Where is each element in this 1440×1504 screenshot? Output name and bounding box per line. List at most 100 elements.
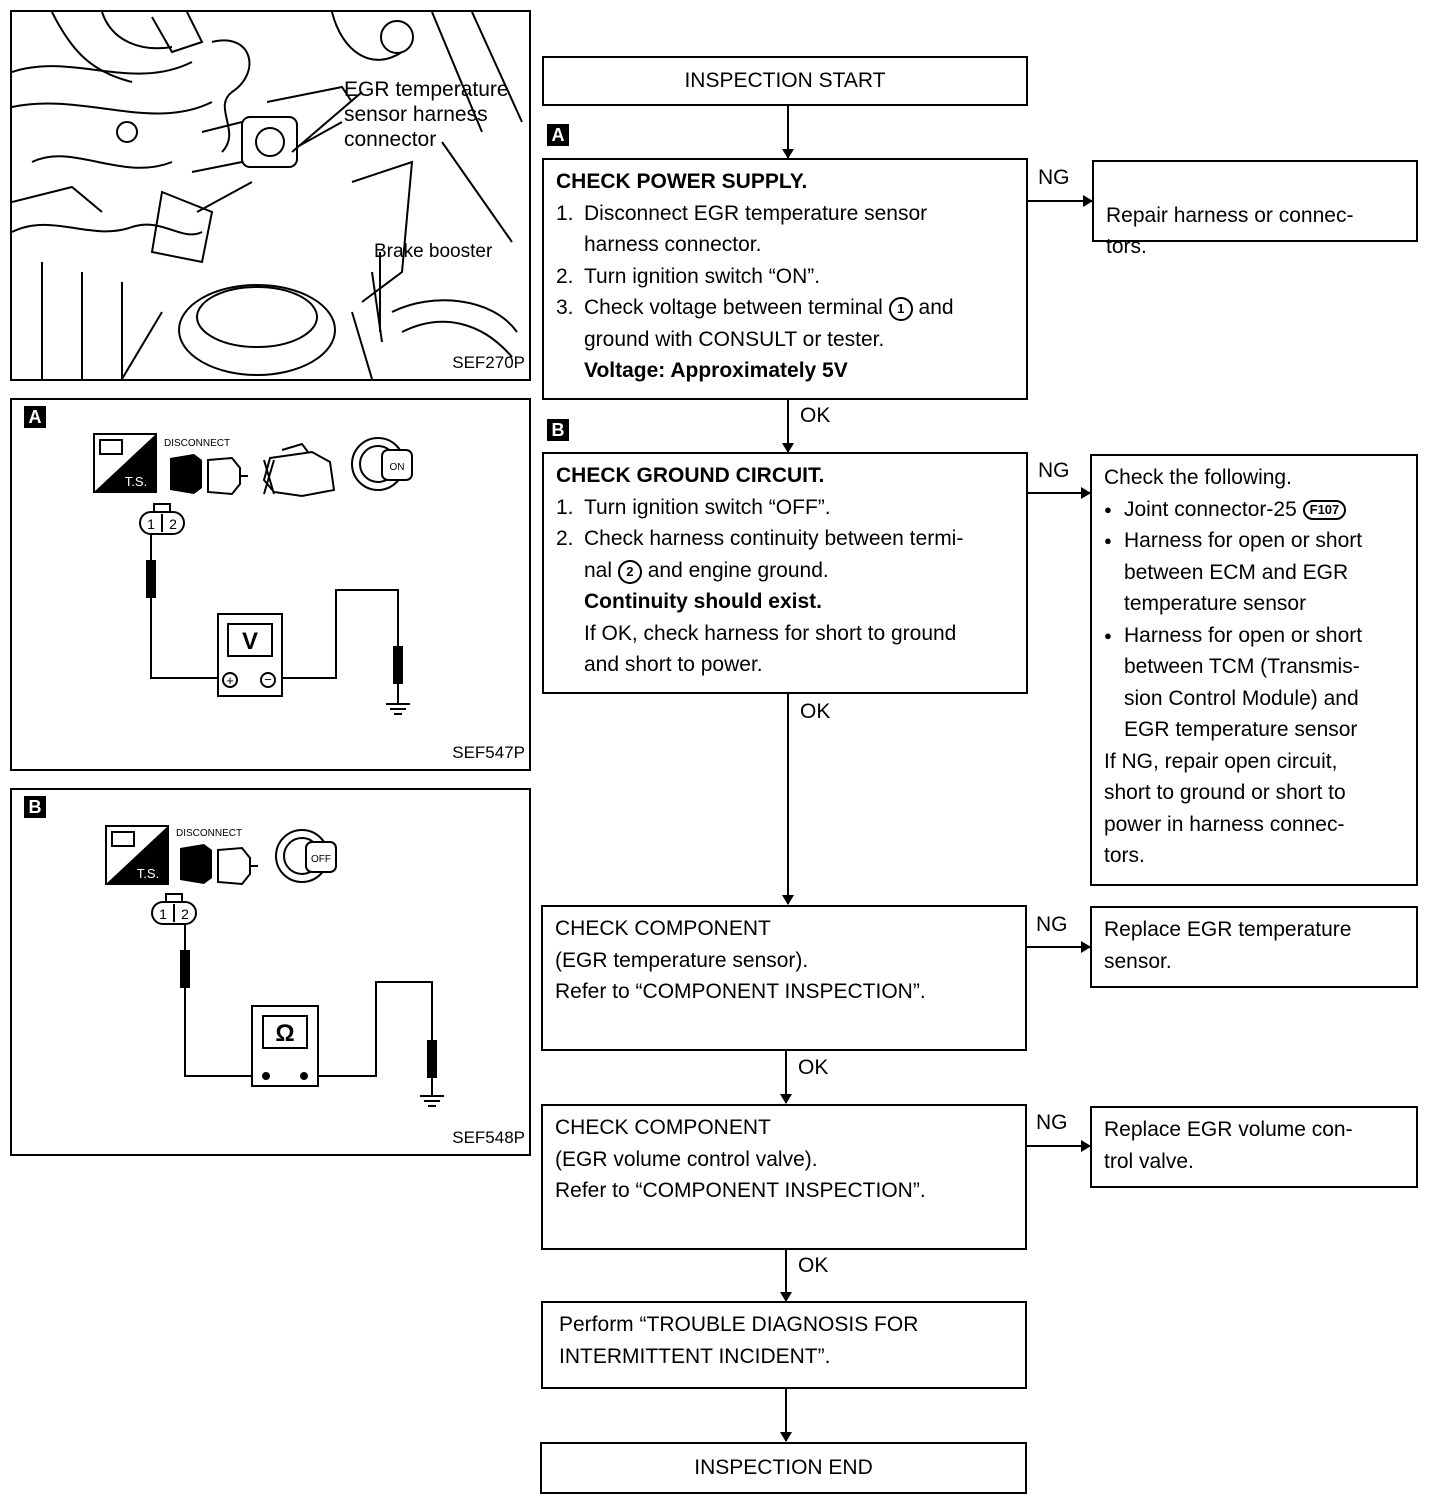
bullet2-line1: Harness for open or short	[1124, 529, 1363, 552]
probe-positive	[146, 560, 156, 598]
replace-sensor-line2: sensor.	[1104, 949, 1172, 973]
ignition-key-icon	[351, 437, 413, 491]
tail-line4: tors.	[1104, 844, 1145, 867]
step5-line2: INTERMITTENT INCIDENT”.	[559, 1344, 831, 1368]
ts-text: T.S.	[125, 474, 147, 489]
ts-text: T.S.	[137, 866, 159, 881]
replace-sensor-line1: Replace EGR temperature	[1104, 918, 1352, 941]
probe-2	[427, 1040, 437, 1078]
step2-item1-num: 1.	[556, 495, 574, 519]
figure-code: SEF270P	[452, 353, 525, 372]
bullet1-text: Joint connector-25	[1124, 497, 1297, 521]
bullet2-line3: temperature sensor	[1124, 592, 1307, 615]
connector-disconnect-icon	[170, 454, 248, 496]
step4-line1: CHECK COMPONENT	[555, 1116, 771, 1139]
step1-item3-num: 3.	[556, 296, 574, 319]
connector-disconnect-icon	[180, 844, 258, 886]
step3-line3: Refer to “COMPONENT INSPECTION”.	[555, 980, 926, 1003]
harness-connector-icon	[139, 503, 185, 535]
voltage-test-wiring: T.S. DISCONNECT ON 1 2	[93, 433, 413, 715]
ts-icon	[93, 433, 157, 493]
engine-bay-illustration	[12, 12, 523, 379]
trouble-diagnosis-box: Perform “TROUBLE DIAGNOSIS FOR INTERMITT…	[541, 1301, 1027, 1389]
ohmmeter-icon	[251, 1005, 319, 1087]
pin-2-label: 2	[169, 516, 177, 532]
connector-code-badge: F107	[1302, 499, 1347, 520]
bullet3-line3: sion Control Module) and	[1124, 686, 1359, 710]
step-a-tag: A	[547, 124, 569, 146]
diagram-b-panel: B T.S. DISCONNECT OFF 1 2	[10, 788, 531, 1156]
ground-icon	[386, 684, 410, 715]
check-component-sensor-box: CHECK COMPONENT (EGR temperature sensor)…	[541, 905, 1027, 1051]
voltmeter-icon	[217, 613, 283, 697]
ok2-label: OK	[800, 700, 831, 723]
check-following-box: Check the following. Joint connector-25 …	[1090, 454, 1418, 886]
step2-item2-num: 2.	[556, 527, 574, 550]
terminal-dot-1	[262, 1072, 270, 1080]
tail-line3: power in harness connec-	[1104, 812, 1345, 836]
engine-photo-panel: EGR temperature sensor harness connector…	[10, 10, 531, 381]
meter-unit: Ω	[275, 1020, 294, 1047]
diagram-a-panel: A T.S. DISCONNECT ON	[10, 398, 531, 771]
ts-icon	[105, 825, 169, 885]
step1-spec: Voltage: Approximately 5V	[584, 359, 848, 382]
disconnect-text: DISCONNECT	[176, 828, 242, 839]
step4-line2: (EGR volume control valve).	[555, 1147, 818, 1171]
step1-item3-and: and	[918, 296, 954, 319]
step2-note-line2: and short to power.	[584, 653, 763, 676]
step2-note-line1: If OK, check harness for short to ground	[584, 621, 957, 645]
repair-harness-box: Repair harness or connec- tors.	[1092, 160, 1418, 258]
inspection-end-text: INSPECTION END	[694, 1456, 873, 1479]
label-egr-sensor-line1: EGR temperature	[344, 78, 509, 101]
diagram-a-tag: A	[24, 406, 46, 428]
step2-item2-line2: and engine ground.	[647, 558, 829, 582]
ng4-label: NG	[1036, 1111, 1068, 1134]
replace-valve-box: Replace EGR volume con- trol valve.	[1090, 1106, 1418, 1188]
step3-line2: (EGR temperature sensor).	[555, 948, 809, 972]
check-ground-circuit-box: CHECK GROUND CIRCUIT. 1.Turn ignition sw…	[542, 452, 1028, 694]
ground-icon	[420, 1078, 444, 1107]
terminal-2-badge: 2	[617, 559, 642, 584]
ignition-key-icon	[275, 829, 337, 883]
bullet3-line2: between TCM (Transmis-	[1124, 655, 1360, 678]
step2-title: CHECK GROUND CIRCUIT.	[556, 464, 825, 487]
probe-negative	[393, 646, 403, 684]
meter-unit: V	[242, 628, 258, 655]
ng2-label: NG	[1038, 459, 1070, 482]
figure-code: SEF548P	[452, 1128, 525, 1147]
bullet2-line2: between ECM and EGR	[1124, 560, 1349, 584]
check-power-supply-box: CHECK POWER SUPPLY. 1. Disconnect EGR tem…	[542, 158, 1028, 400]
ok4-label: OK	[798, 1254, 829, 1277]
ok3-label: OK	[798, 1056, 829, 1079]
step1-title: CHECK POWER SUPPLY.	[556, 170, 808, 193]
step1-item1-line2: harness connector.	[584, 233, 762, 256]
figure-code: SEF547P	[452, 743, 525, 762]
pin-2-label: 2	[181, 906, 189, 922]
step2-item2-line1: Check harness continuity between termi-	[584, 527, 964, 550]
replace-sensor-box: Replace EGR temperature sensor.	[1090, 906, 1418, 988]
terminal-1-badge: 1	[888, 297, 913, 321]
engine-icon	[262, 442, 336, 498]
replace-valve-line2: trol valve.	[1104, 1149, 1194, 1173]
label-egr-sensor-line3: connector	[344, 128, 437, 151]
inspection-end-box: INSPECTION END	[540, 1442, 1027, 1494]
step1-item3-line2: ground with CONSULT or tester.	[584, 327, 885, 351]
label-brake-booster: Brake booster	[374, 241, 493, 262]
step1-item1-line1: Disconnect EGR temperature sensor	[584, 201, 928, 225]
ok1-label: OK	[800, 404, 831, 427]
continuity-test-wiring: T.S. DISCONNECT OFF 1 2	[105, 825, 444, 1107]
probe-1	[180, 950, 190, 988]
bullet3-line4: EGR temperature sensor	[1124, 718, 1358, 741]
check-following-head: Check the following.	[1104, 466, 1292, 489]
minus-sign: −	[264, 672, 272, 687]
check-component-valve-box: CHECK COMPONENT (EGR volume control valv…	[541, 1104, 1027, 1250]
step1-item1-num: 1.	[556, 201, 574, 225]
tail-line1: If NG, repair open circuit,	[1104, 749, 1338, 773]
inspection-start-box: INSPECTION START	[542, 56, 1028, 106]
step-b-tag: B	[547, 419, 569, 441]
harness-connector-icon	[151, 893, 197, 925]
replace-valve-line1: Replace EGR volume con-	[1104, 1118, 1353, 1141]
disconnect-text: DISCONNECT	[164, 438, 230, 449]
pin-1-label: 1	[159, 906, 167, 922]
